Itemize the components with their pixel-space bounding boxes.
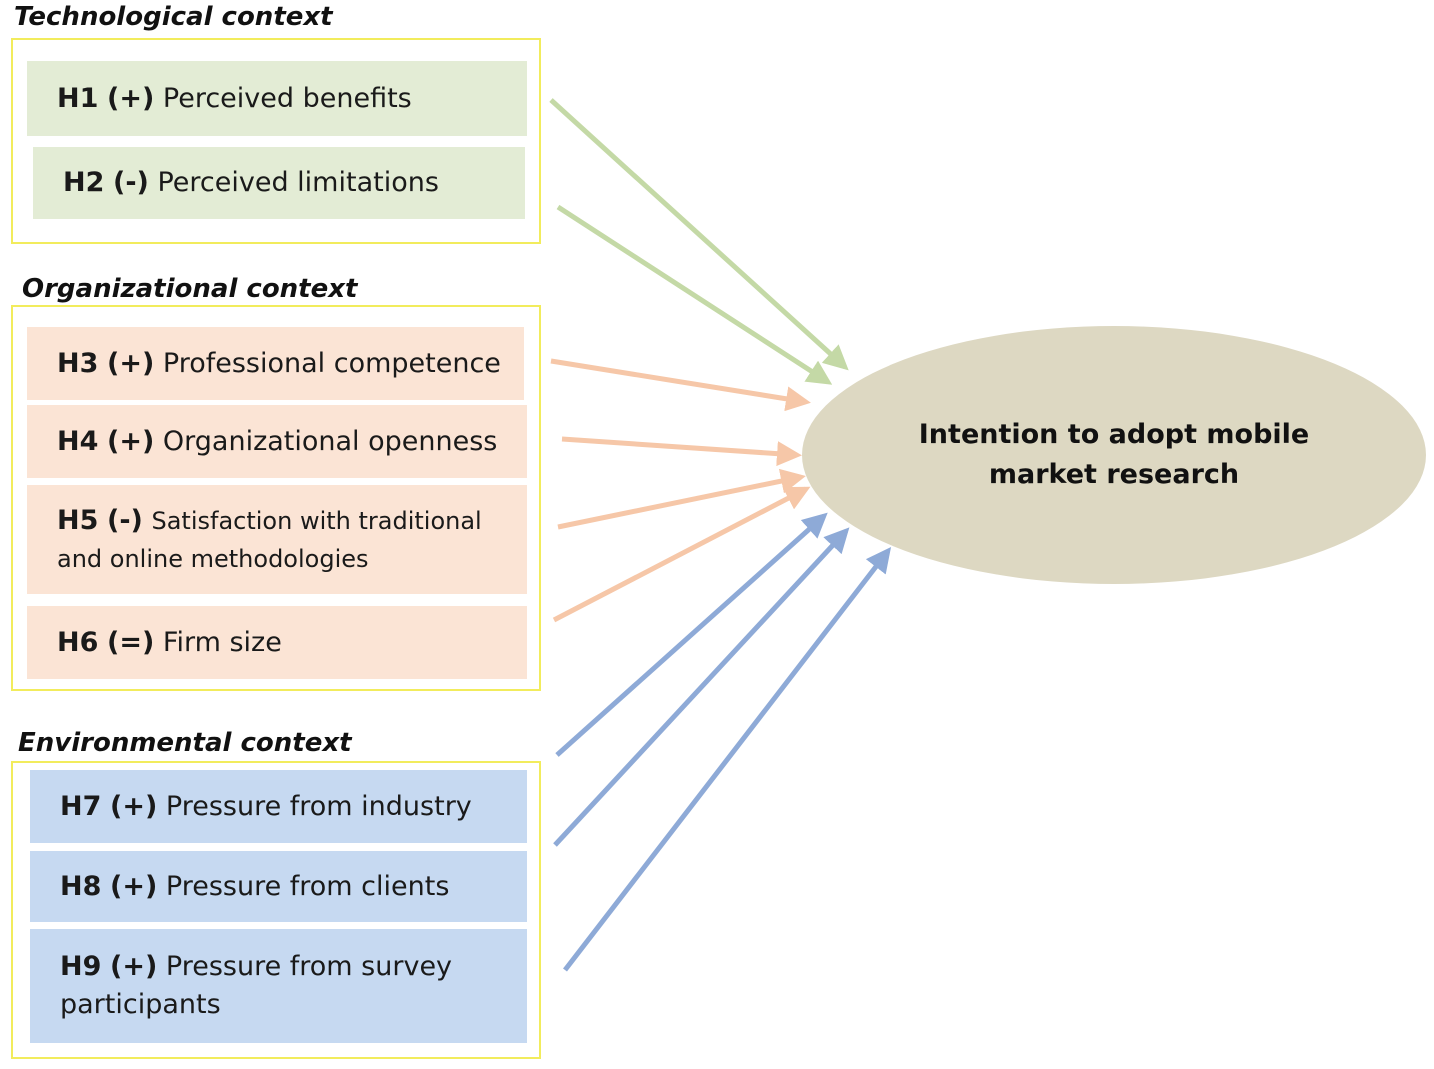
factor-sign: (-) xyxy=(112,167,149,198)
factor-code: H7 xyxy=(60,790,102,822)
factor-label-line2: participants xyxy=(60,989,221,1020)
factor-label: Professional competence xyxy=(162,347,501,379)
arrow-h2 xyxy=(556,204,833,385)
environmental-context-title: Environmental context xyxy=(18,728,352,758)
factor-code: H5 xyxy=(57,504,99,536)
arrow-h8 xyxy=(553,527,850,847)
factor-sign: (+) xyxy=(106,425,155,457)
factor-h2: H2 (-) Perceived limitations xyxy=(33,147,525,219)
factor-label-line2: and online methodologies xyxy=(57,544,369,573)
factor-label: Satisfaction with traditional xyxy=(151,506,482,535)
factor-label: Organizational openness xyxy=(162,425,498,457)
factor-code: H4 xyxy=(57,425,99,457)
factor-sign: (+) xyxy=(109,870,158,902)
arrow-h3 xyxy=(550,358,811,412)
factor-label: Firm size xyxy=(162,626,282,658)
factor-h6: H6 (=) Firm size xyxy=(27,606,527,679)
factor-code: H1 xyxy=(57,82,99,114)
factor-h3: H3 (+) Professional competence xyxy=(27,327,524,400)
arrow-h9 xyxy=(563,547,892,972)
factor-sign: (+) xyxy=(109,951,158,982)
organizational-context-title: Organizational context xyxy=(22,274,358,304)
arrow-h4 xyxy=(561,436,802,467)
outcome-ellipse: Intention to adopt mobile market researc… xyxy=(802,326,1426,584)
factor-label: Perceived benefits xyxy=(162,82,412,114)
factor-h1: H1 (+) Perceived benefits xyxy=(27,61,527,136)
factor-label: Perceived limitations xyxy=(157,167,439,198)
factor-code: H3 xyxy=(57,347,99,379)
factor-code: H8 xyxy=(60,870,102,902)
arrow-h5 xyxy=(557,468,806,530)
outcome-label: Intention to adopt mobile market researc… xyxy=(918,419,1310,490)
factor-code: H2 xyxy=(63,167,105,198)
factor-label: Pressure from clients xyxy=(165,870,450,902)
factor-h8: H8 (+) Pressure from clients xyxy=(30,851,527,922)
arrow-h6 xyxy=(552,486,811,623)
factor-code: H9 xyxy=(60,951,102,982)
factor-code: H6 xyxy=(57,626,99,658)
factor-h9: H9 (+) Pressure from survey participants xyxy=(30,929,527,1043)
factor-h5: H5 (-) Satisfaction with traditional and… xyxy=(27,485,527,594)
factor-sign: (+) xyxy=(106,347,155,379)
factor-sign: (-) xyxy=(106,504,143,536)
arrow-h7 xyxy=(555,512,828,757)
technological-context-title: Technological context xyxy=(14,2,333,32)
factor-h7: H7 (+) Pressure from industry xyxy=(30,770,527,843)
arrow-h1 xyxy=(549,98,849,371)
factor-label: Pressure from survey xyxy=(165,951,453,982)
factor-sign: (+) xyxy=(106,82,155,114)
factor-h4: H4 (+) Organizational openness xyxy=(27,405,527,478)
factor-sign: (=) xyxy=(106,626,155,658)
factor-sign: (+) xyxy=(109,790,158,822)
factor-label: Pressure from industry xyxy=(165,790,472,822)
